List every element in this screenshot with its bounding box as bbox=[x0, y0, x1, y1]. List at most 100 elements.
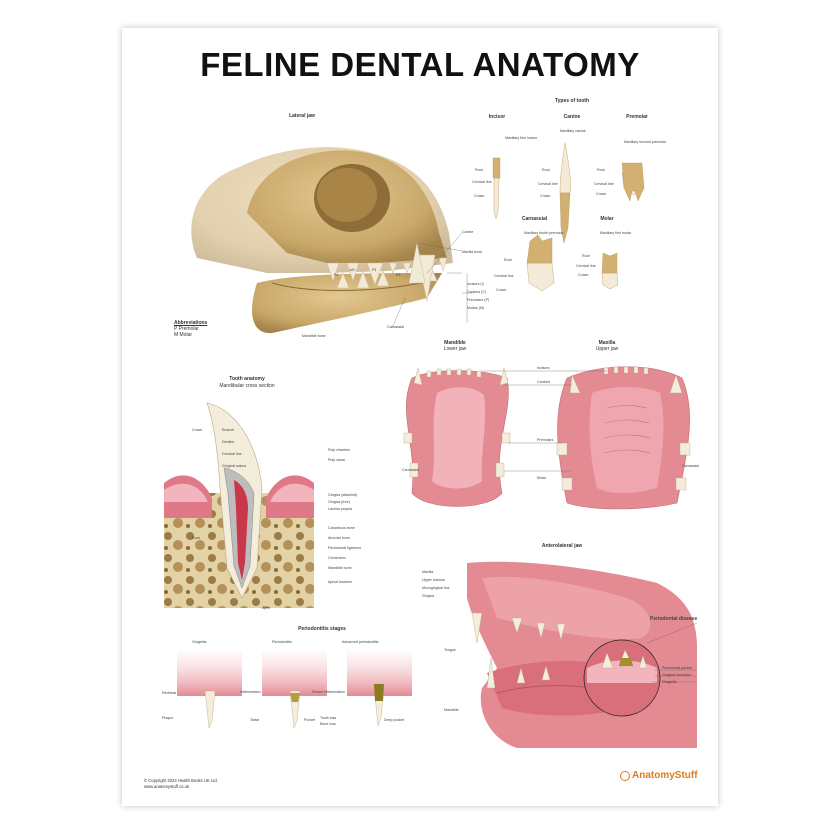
premolar-label-root: Root bbox=[597, 168, 605, 172]
lateral-label-premolars: Premolars (P) bbox=[467, 298, 490, 302]
lateral-label-incisors: Incisors (I) bbox=[467, 282, 484, 286]
type-molar-name: Molar bbox=[600, 216, 614, 222]
brand-logo-text: AnatomyStuff bbox=[632, 770, 698, 781]
maxilla-subheading: Upper jaw bbox=[595, 346, 619, 352]
lateral-label-p3: P3 bbox=[396, 273, 401, 277]
brand-logo-icon bbox=[620, 770, 630, 781]
jaw-label-carnassial-right: Carnassial bbox=[682, 464, 699, 468]
advanced-label-bone-loss: Bone loss bbox=[320, 722, 336, 726]
anterolateral-heading: Anterolateral jaw bbox=[541, 543, 583, 549]
mandible-heading: Mandible bbox=[444, 340, 466, 346]
tooth-label-apex: Apex bbox=[262, 606, 271, 610]
tooth-label-dentine: Dentine bbox=[222, 440, 235, 444]
incisor-label-crown: Crown bbox=[474, 194, 485, 198]
tooth-label-apical-foramen: Apical foramen bbox=[328, 580, 352, 584]
lateral-label-carnassial: Carnassial bbox=[387, 325, 404, 329]
mandible-subheading: Lower jaw bbox=[443, 346, 467, 352]
brand-logo: AnatomyStuff bbox=[620, 770, 698, 781]
jaw-label-molar: Molar bbox=[537, 476, 546, 480]
canine-label-cervical: Cervical line bbox=[538, 182, 558, 186]
advanced-label-severe: Severe inflammation bbox=[312, 690, 345, 694]
tooth-label-cervical: Cervical line bbox=[222, 452, 242, 456]
poster-title: FELINE DENTAL ANATOMY bbox=[200, 46, 640, 83]
carnassial-label-cervical: Cervical line bbox=[494, 274, 514, 278]
jaw-label-incisors: Incisors bbox=[537, 366, 550, 370]
gingivitis-label-redness: Redness bbox=[162, 691, 177, 695]
tooth-label-lamina-propria: Lamina propria bbox=[328, 507, 352, 511]
tooth-types-illustration bbox=[492, 142, 645, 292]
type-premolar-name: Premolar bbox=[626, 114, 648, 120]
periodontitis-label-tartar: Tartar bbox=[250, 718, 260, 722]
tooth-label-sulcus: Gingival sulcus bbox=[222, 464, 247, 468]
type-carnassial-name: Carnassial bbox=[521, 216, 548, 222]
lateral-label-p4: P4 bbox=[372, 268, 377, 272]
tooth-anatomy-subheading: Mandibular cross section bbox=[219, 383, 275, 389]
footer-copyright-block: © Copyright 2024 Health Books UK Ltd. ww… bbox=[144, 778, 218, 789]
tooth-label-pulp-chamber: Pulp chamber bbox=[328, 448, 351, 452]
types-heading: Types of tooth bbox=[554, 98, 590, 104]
jaw-label-carnassial: Carnassial bbox=[402, 468, 419, 472]
footer-copyright: © Copyright 2024 Health Books UK Ltd. bbox=[144, 778, 218, 783]
jaw-label-canines: Canines bbox=[537, 380, 551, 384]
canine-label-root: Root bbox=[542, 168, 550, 172]
tooth-label-cancellous: Cancellous bone bbox=[328, 526, 355, 530]
stage-periodontitis-name: Periodontitis bbox=[272, 640, 292, 644]
disease-label-recession: Gingival recession bbox=[662, 673, 692, 677]
molar-label-root: Root bbox=[582, 254, 590, 258]
tooth-label-pulp-canal: Pulp canal bbox=[328, 458, 345, 462]
type-incisor-name: Incisor bbox=[488, 114, 506, 120]
tooth-left-crown: Crown bbox=[192, 428, 203, 432]
lateral-label-p2: P2 bbox=[334, 273, 339, 277]
premolar-label-cervical: Cervical line bbox=[594, 182, 614, 186]
advanced-label-tooth-loss: Tooth loss bbox=[320, 716, 337, 720]
periodontitis-illustration bbox=[177, 651, 412, 729]
maxilla-heading: Maxilla bbox=[598, 340, 616, 346]
incisor-label-root: Root bbox=[475, 168, 483, 172]
type-canine-name: Canine bbox=[563, 114, 581, 120]
mandible-maxilla-illustration bbox=[403, 366, 691, 510]
anterolateral-illustration bbox=[467, 561, 698, 748]
jaw-label-premolars: Premolars bbox=[537, 438, 554, 442]
premolar-label-crown: Crown bbox=[596, 192, 607, 196]
lateral-label-m1: M1 bbox=[350, 268, 355, 272]
advanced-label-deep-pocket: Deep pocket bbox=[384, 718, 405, 722]
anterolateral-label-tongue: Tongue bbox=[444, 648, 456, 652]
anterolateral-label-incisors: Upper incisors bbox=[422, 578, 445, 582]
skull-illustration bbox=[191, 147, 473, 334]
tooth-label-alveolar: Alveolar bone bbox=[328, 536, 350, 540]
tooth-label-periodontal: Periodontal ligament bbox=[328, 546, 361, 550]
carnassial-label-root: Root bbox=[504, 258, 512, 262]
lateral-label-canine: Canine bbox=[462, 230, 474, 234]
tooth-label-gingiva-free: Gingiva (free) bbox=[328, 500, 350, 504]
anterolateral-label-maxilla: Maxilla bbox=[422, 570, 434, 574]
tooth-label-enamel: Enamel bbox=[222, 428, 235, 432]
anterolateral-label-mandible: Mandible bbox=[444, 708, 459, 712]
lateral-label-mandible: Mandible bone bbox=[302, 334, 326, 338]
lateral-label-molars: Molars (M) bbox=[467, 306, 485, 310]
stage-advanced-name: Advanced periodontitis bbox=[342, 640, 379, 644]
tooth-label-mandible: Mandible bone bbox=[328, 566, 352, 570]
canine-label-crown: Crown bbox=[540, 194, 551, 198]
molar-label-cervical: Cervical line bbox=[576, 264, 596, 268]
abbreviation-premolar: P Premolar bbox=[174, 326, 199, 332]
periodontitis-label-inflammation: Inflammation bbox=[240, 690, 261, 694]
periodontitis-label-pocket: Pocket bbox=[304, 718, 315, 722]
premolar-label-name: Maxillary second premolar bbox=[624, 140, 666, 144]
abbreviations-box: Abbreviations P Premolar M Molar bbox=[174, 320, 207, 338]
gingivitis-label-plaque: Plaque bbox=[162, 716, 174, 720]
tooth-anatomy-heading: Tooth anatomy bbox=[229, 376, 265, 382]
lateral-label-maxilla: Maxilla bone bbox=[462, 250, 483, 254]
footer-website: www.anatomystuff.co.uk bbox=[144, 783, 190, 789]
incisor-label-cervical: Cervical line bbox=[472, 180, 492, 184]
molar-label-name: Maxillary first molar bbox=[600, 231, 631, 235]
incisor-label-name: Maxillary first incisor bbox=[505, 136, 538, 140]
tooth-label-cementum: Cementum bbox=[328, 556, 346, 560]
tooth-left-root: Root bbox=[192, 536, 200, 540]
periodontitis-heading: Periodontitis stages bbox=[298, 626, 346, 632]
lateral-jaw-heading: Lateral jaw bbox=[289, 113, 315, 119]
carnassial-label-crown: Crown bbox=[496, 288, 507, 292]
disease-label-pocket: Periodontal pocket bbox=[662, 666, 692, 670]
periodontal-disease-heading: Periodontal disease bbox=[650, 616, 698, 622]
poster: FELINE DENTAL ANATOMY Lateral jaw bbox=[122, 28, 718, 806]
abbreviation-molar: M Molar bbox=[174, 332, 193, 338]
